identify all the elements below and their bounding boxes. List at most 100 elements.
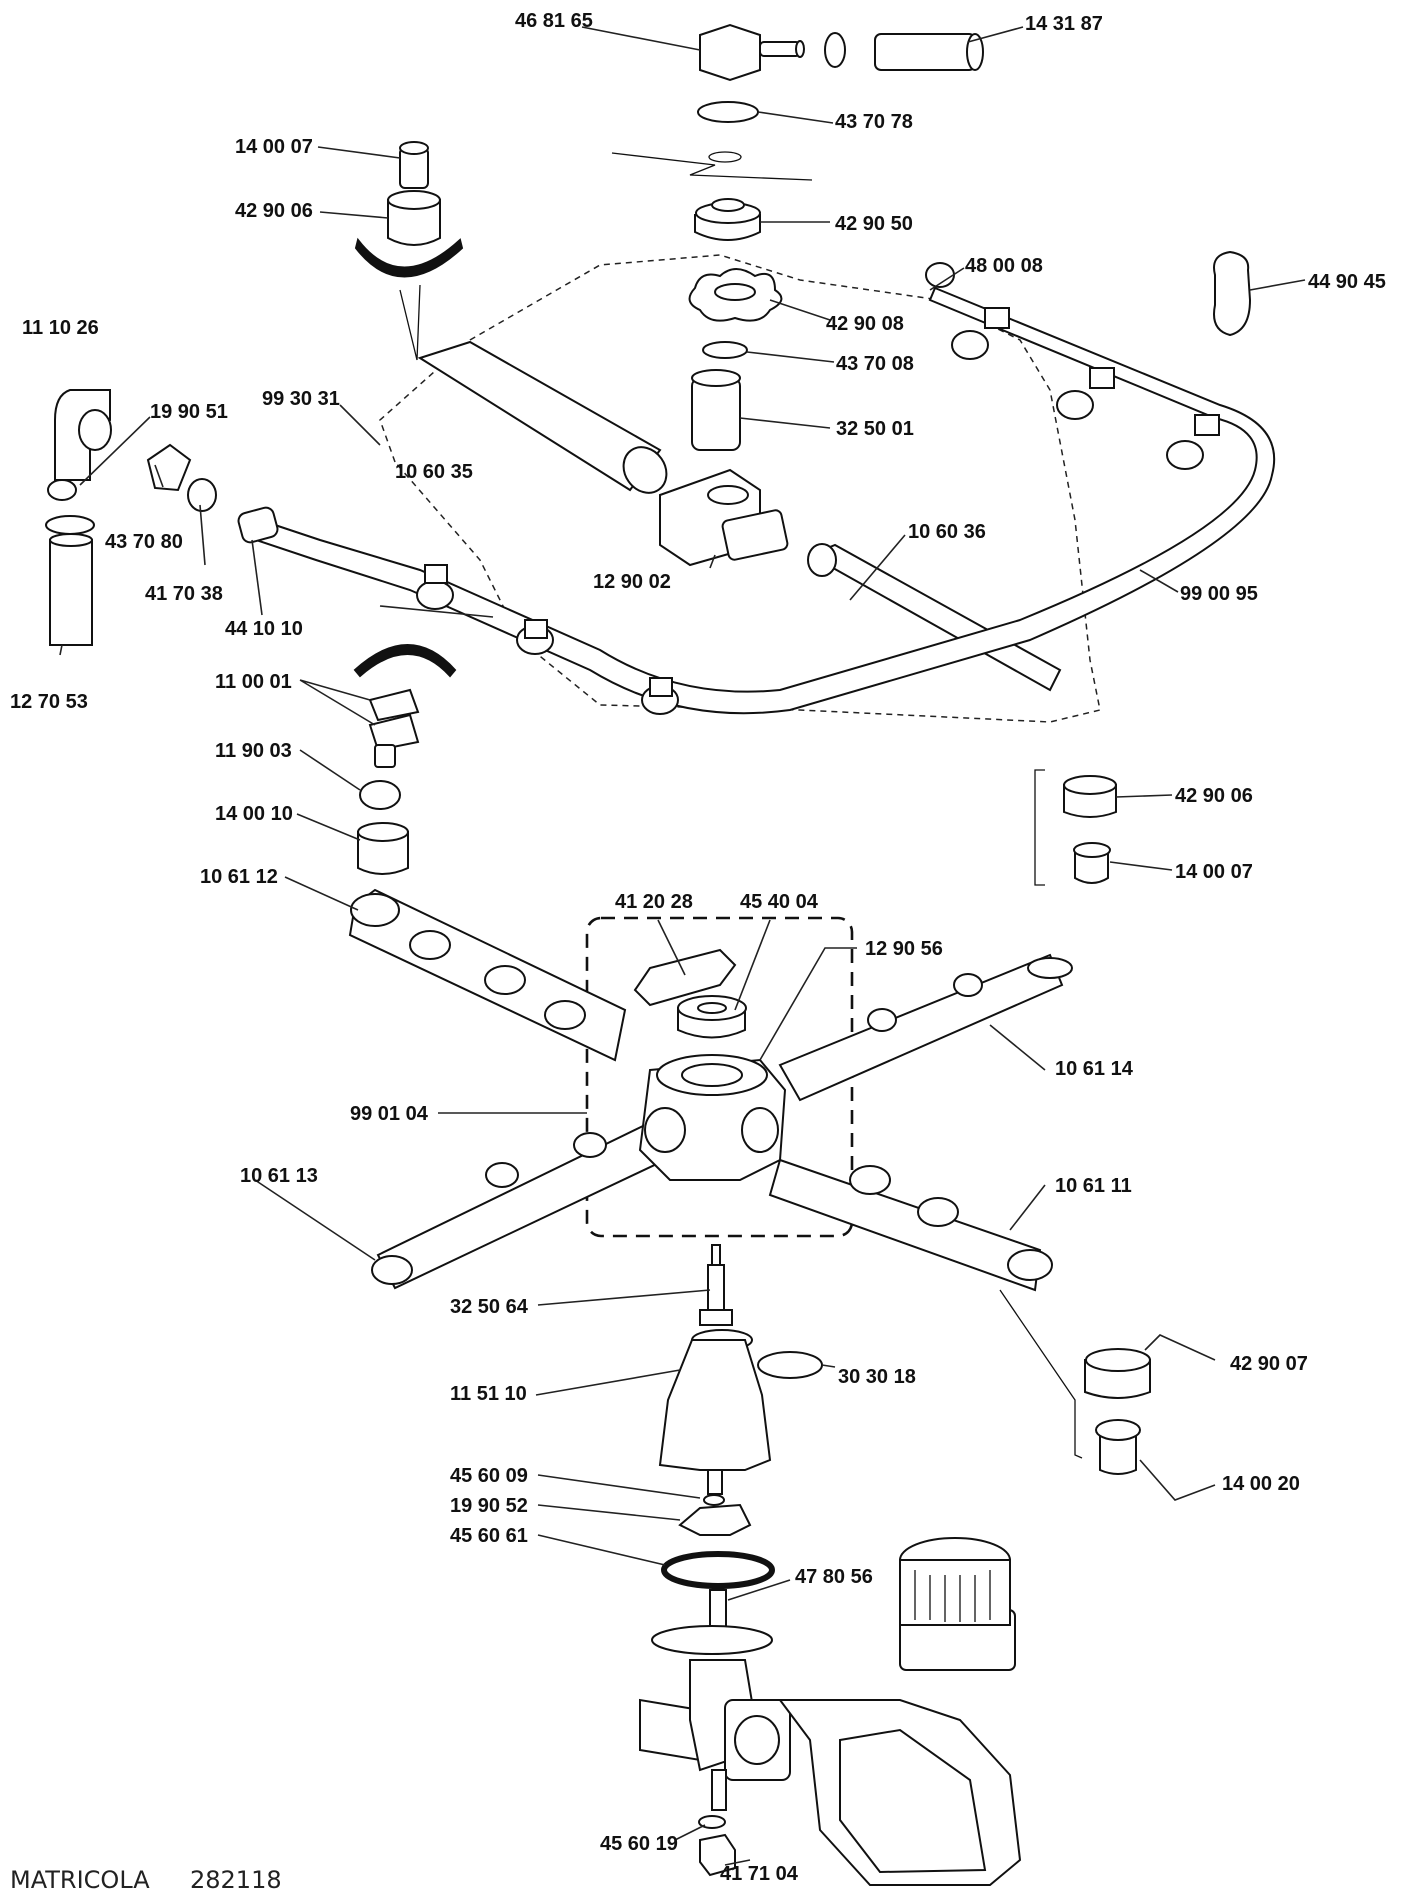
tee-fitting — [659, 468, 789, 567]
part-label: 42 90 06 — [1175, 785, 1253, 807]
assembly-outline-upper — [379, 254, 1101, 723]
ring-nut-41-70-38 — [187, 478, 217, 512]
part-label: 12 90 02 — [593, 571, 671, 593]
part-label: 41 70 38 — [145, 583, 223, 605]
cam-19-90-52 — [678, 1503, 752, 1536]
nozzle-clamps-lower — [416, 564, 679, 715]
part-label: 42 90 50 — [835, 213, 913, 235]
bracket-right-bottom — [999, 1289, 1083, 1459]
part-label: 42 90 06 — [235, 200, 313, 222]
hose-12-70-53 — [45, 515, 95, 646]
pipe-clamp — [1213, 250, 1252, 337]
part-label: 48 00 08 — [965, 255, 1043, 277]
washer-top — [697, 101, 759, 123]
nut-14-00-10 — [357, 822, 409, 875]
rotor-arm-10-61-13 — [371, 1123, 667, 1290]
wing-nut — [688, 268, 783, 322]
nozzle-tip-14-00-20 — [1095, 1419, 1141, 1475]
retaining-bracket-41-20-28 — [633, 948, 737, 1007]
part-label: 43 70 80 — [105, 531, 183, 553]
housing-11-51-10 — [658, 1329, 772, 1471]
spindle-tip — [707, 1469, 723, 1495]
hose-inlet-barb — [237, 506, 279, 544]
callout-arc-mid — [353, 644, 457, 678]
filter-11-90-03 — [359, 780, 401, 810]
part-label: 32 50 01 — [836, 418, 914, 440]
part-label: 44 90 45 — [1308, 271, 1386, 293]
o-ring-30-30-18 — [757, 1351, 823, 1379]
seal-19-90-51 — [47, 479, 77, 501]
part-label: 10 61 12 — [200, 866, 278, 888]
part-label: 12 90 56 — [865, 938, 943, 960]
part-label: 11 00 01 — [215, 671, 292, 693]
nozzle-tip-top — [399, 141, 429, 189]
nozzle-nut-42-90-07 — [1084, 1348, 1151, 1399]
part-label: 45 60 09 — [450, 1465, 528, 1487]
elbow-fitting — [54, 389, 112, 481]
gasket-43-70-80 — [146, 443, 192, 492]
shaft-32-50-64 — [699, 1244, 733, 1326]
hose-clamp-small — [824, 32, 846, 68]
seal-ring — [702, 341, 748, 359]
filter-cartridge — [691, 369, 741, 451]
bracket-right-top — [1034, 769, 1045, 886]
part-label: 14 31 87 — [1025, 13, 1103, 35]
part-label: 45 60 61 — [450, 1525, 528, 1547]
part-labels: 46 81 65 14 31 87 43 70 78 14 00 07 42 9… — [10, 10, 1386, 1885]
part-label: 43 70 78 — [835, 111, 913, 133]
callout-pointer-top — [399, 284, 421, 361]
rotor-arm-10-61-14 — [778, 953, 1073, 1102]
part-label: 41 20 28 — [615, 891, 693, 913]
o-ring-45-60-61 — [661, 1551, 775, 1589]
part-label: 42 90 08 — [826, 313, 904, 335]
threaded-plug — [694, 198, 761, 241]
part-label: 44 10 10 — [225, 618, 303, 640]
leader-lines — [59, 26, 1306, 1866]
part-label: 10 60 35 — [395, 461, 473, 483]
part-label: 14 00 07 — [1175, 861, 1253, 883]
part-label: 12 70 53 — [10, 691, 88, 713]
u-pipe — [254, 286, 1276, 715]
part-label: 11 51 10 — [450, 1383, 527, 1405]
part-label: 14 00 07 — [235, 136, 313, 158]
part-label: 10 61 11 — [1055, 1175, 1132, 1197]
threaded-stud-47-80-56 — [709, 1589, 727, 1631]
rotor-arm-10-61-12 — [348, 888, 627, 1062]
part-label: 19 90 52 — [450, 1495, 528, 1517]
rotor-hub — [638, 1054, 787, 1181]
part-label: 46 81 65 — [515, 10, 593, 32]
hose-barb-fitting — [699, 23, 805, 82]
part-label: 45 40 04 — [740, 891, 819, 913]
part-label: 10 60 36 — [908, 521, 986, 543]
part-label: 45 60 19 — [600, 1833, 678, 1855]
part-label: 32 50 64 — [450, 1296, 529, 1318]
part-label: 30 30 18 — [838, 1366, 916, 1388]
part-label: 99 00 95 — [1180, 583, 1258, 605]
callout-arc-top — [354, 237, 464, 278]
hose-section — [874, 33, 984, 71]
part-label: 41 71 04 — [720, 1863, 799, 1885]
serial-number: 282118 — [190, 1866, 282, 1890]
part-label: 11 10 26 — [22, 317, 99, 339]
cut-line — [611, 152, 813, 181]
nozzle-nut-top — [387, 190, 441, 246]
washer-45-60-19 — [698, 1815, 726, 1829]
nozzle-clamps-upper — [925, 262, 1220, 470]
part-label: 10 61 14 — [1055, 1058, 1134, 1080]
nozzle-tip-right — [1073, 842, 1111, 884]
spray-tube-upper-left — [417, 340, 668, 494]
serial-label: MATRICOLA — [10, 1866, 150, 1890]
part-label: 14 00 10 — [215, 803, 293, 825]
part-label: 42 90 07 — [1230, 1353, 1308, 1375]
part-label: 43 70 08 — [836, 353, 914, 375]
part-label: 10 61 13 — [240, 1165, 318, 1187]
pump-body — [639, 1537, 1022, 1886]
part-label: 19 90 51 — [150, 401, 228, 423]
part-label: 14 00 20 — [1222, 1473, 1300, 1495]
nozzle-nut-right — [1063, 775, 1117, 818]
rotor-arm-10-61-11 — [768, 1158, 1053, 1292]
part-label: 11 90 03 — [215, 740, 292, 762]
clamp-11-00-01 — [368, 688, 420, 768]
part-label: 99 01 04 — [350, 1103, 429, 1125]
